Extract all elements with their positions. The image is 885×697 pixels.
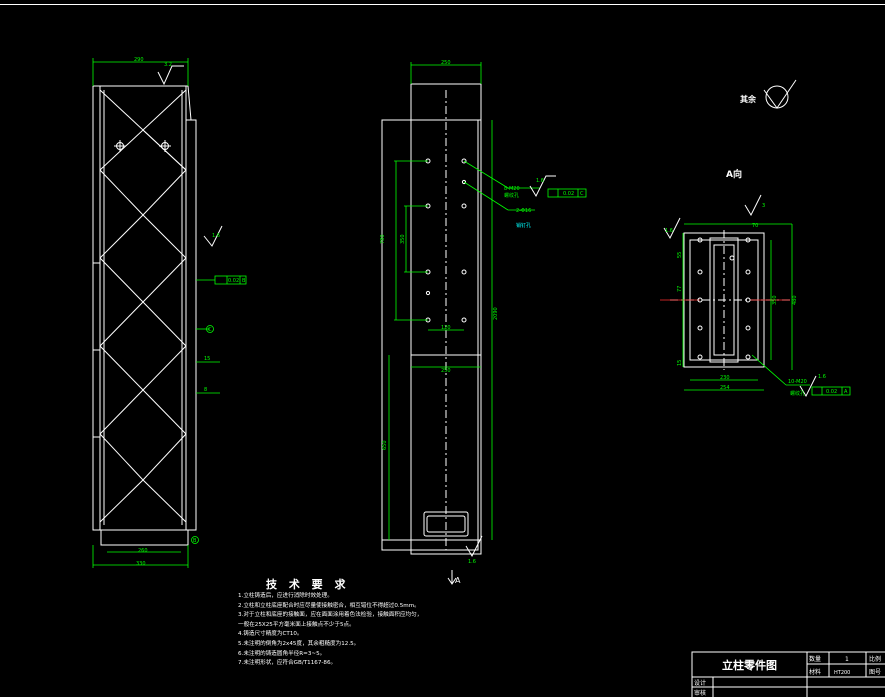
right-a-view-label: A向 xyxy=(726,168,742,180)
requirement-item: 6.未注明的铸造圆角半径R=3~5。 xyxy=(238,650,326,657)
mid-dim-780: 780 xyxy=(380,234,386,244)
right-dim-15: 15 xyxy=(677,360,683,366)
mid-hole-note-2: 销钉孔 xyxy=(516,222,531,229)
requirement-item: 3.对于立柱和底座的接触面，应在面面涂用着色法检验，接触面积应均匀， xyxy=(238,612,423,619)
left-tol-box: 0.02 xyxy=(228,278,239,284)
requirement-item: 2.立柱和立柱底座配合时应尽量使接触密合，相互错位不得超过0.5mm。 xyxy=(238,602,420,609)
right-tol-letter: A xyxy=(844,389,848,395)
requirement-item: 1.立柱铸造后，应进行消除时效处理。 xyxy=(238,593,333,599)
right-tol-value: 0.02 xyxy=(826,389,837,395)
left-circle-mark: C xyxy=(208,327,212,333)
mid-tol-letter: C xyxy=(580,191,584,197)
right-dim-55: 55 xyxy=(677,252,683,258)
title-designer-label: 设计 xyxy=(694,679,706,687)
mid-dim-350: 350 xyxy=(400,234,406,244)
requirements-title: 技 术 要 求 xyxy=(266,578,350,591)
title-block xyxy=(691,651,885,697)
left-outline xyxy=(92,85,197,546)
mid-dim-650: 650 xyxy=(382,440,388,450)
right-view xyxy=(660,79,851,398)
title-ratio-label: 比例 xyxy=(869,655,881,663)
right-dim-350: 350 xyxy=(772,295,778,305)
right-dim-480: 480 xyxy=(792,295,798,305)
right-roughness-3: 1.6 xyxy=(818,374,826,380)
mid-dim-250-lower: 250 xyxy=(441,368,451,374)
title-material-value: HT200 xyxy=(834,670,850,676)
requirement-item: 一般在25X25平方毫米面上接触点不少于5点。 xyxy=(238,621,355,628)
title-part-name: 立柱零件图 xyxy=(722,658,777,672)
title-material-label: 材料 xyxy=(809,668,821,676)
title-qty-value: 1 xyxy=(845,656,849,663)
left-dim-8: 8 xyxy=(204,387,207,393)
right-hole-label: 10-M20 xyxy=(788,379,807,385)
requirement-item: 5.未注明的倒角为2x45度，其余粗糙度为12.5。 xyxy=(238,640,360,647)
right-hole-note: 螺纹孔 xyxy=(790,390,805,397)
right-dim-70: 70 xyxy=(752,223,758,229)
left-dim-bottom-inner: 260 xyxy=(138,548,148,554)
right-roughness-1: 1.6 xyxy=(665,228,673,234)
left-datum-letter: B xyxy=(193,538,197,544)
middle-view xyxy=(381,62,587,585)
title-drawing-no-label: 图号 xyxy=(869,669,881,676)
left-roughness-top: 3.2 xyxy=(164,62,172,68)
right-dim-254: 254 xyxy=(720,385,730,391)
mid-tol-value: 0.02 xyxy=(563,191,574,197)
right-other-label: 其余 xyxy=(740,94,757,104)
mid-dim-120: 120 xyxy=(441,325,451,331)
right-roughness-2: 3 xyxy=(762,203,765,209)
left-dim-15: 15 xyxy=(204,356,210,362)
mid-view-letter: A xyxy=(455,576,461,585)
mid-roughness: 1.6 xyxy=(536,178,544,184)
left-roughness-side: 1.6 xyxy=(212,233,220,239)
requirement-item: 4.铸造尺寸精度为CT10。 xyxy=(238,631,303,638)
left-view xyxy=(92,58,247,568)
right-dim-230: 230 xyxy=(720,375,730,381)
right-dim-77: 77 xyxy=(677,286,683,292)
left-dim-bottom-outer: 330 xyxy=(136,561,146,567)
mid-dim-top: 250 xyxy=(441,60,451,66)
requirements-list: 1.立柱铸造后，应进行消除时效处理。 2.立柱和立柱底座配合时应尽量使接触密合，… xyxy=(238,592,538,669)
column-outline xyxy=(410,83,482,555)
requirement-item: 7.未注明形状，应符合GB/T1167-86。 xyxy=(238,660,337,667)
mid-hole-note-1: 螺纹孔 xyxy=(504,192,519,199)
mid-hole-label-2: 2-Φ16 xyxy=(516,208,531,214)
title-qty-label: 数量 xyxy=(809,655,821,663)
title-checker-label: 审核 xyxy=(694,689,706,697)
left-tol-letter: B xyxy=(242,278,246,284)
mid-roughness-bottom: 1.6 xyxy=(468,559,476,565)
mid-hole-label-1: 8-M20 xyxy=(504,186,520,192)
left-dim-top: 290 xyxy=(134,57,144,63)
mid-dim-2090: 2090 xyxy=(493,307,499,320)
